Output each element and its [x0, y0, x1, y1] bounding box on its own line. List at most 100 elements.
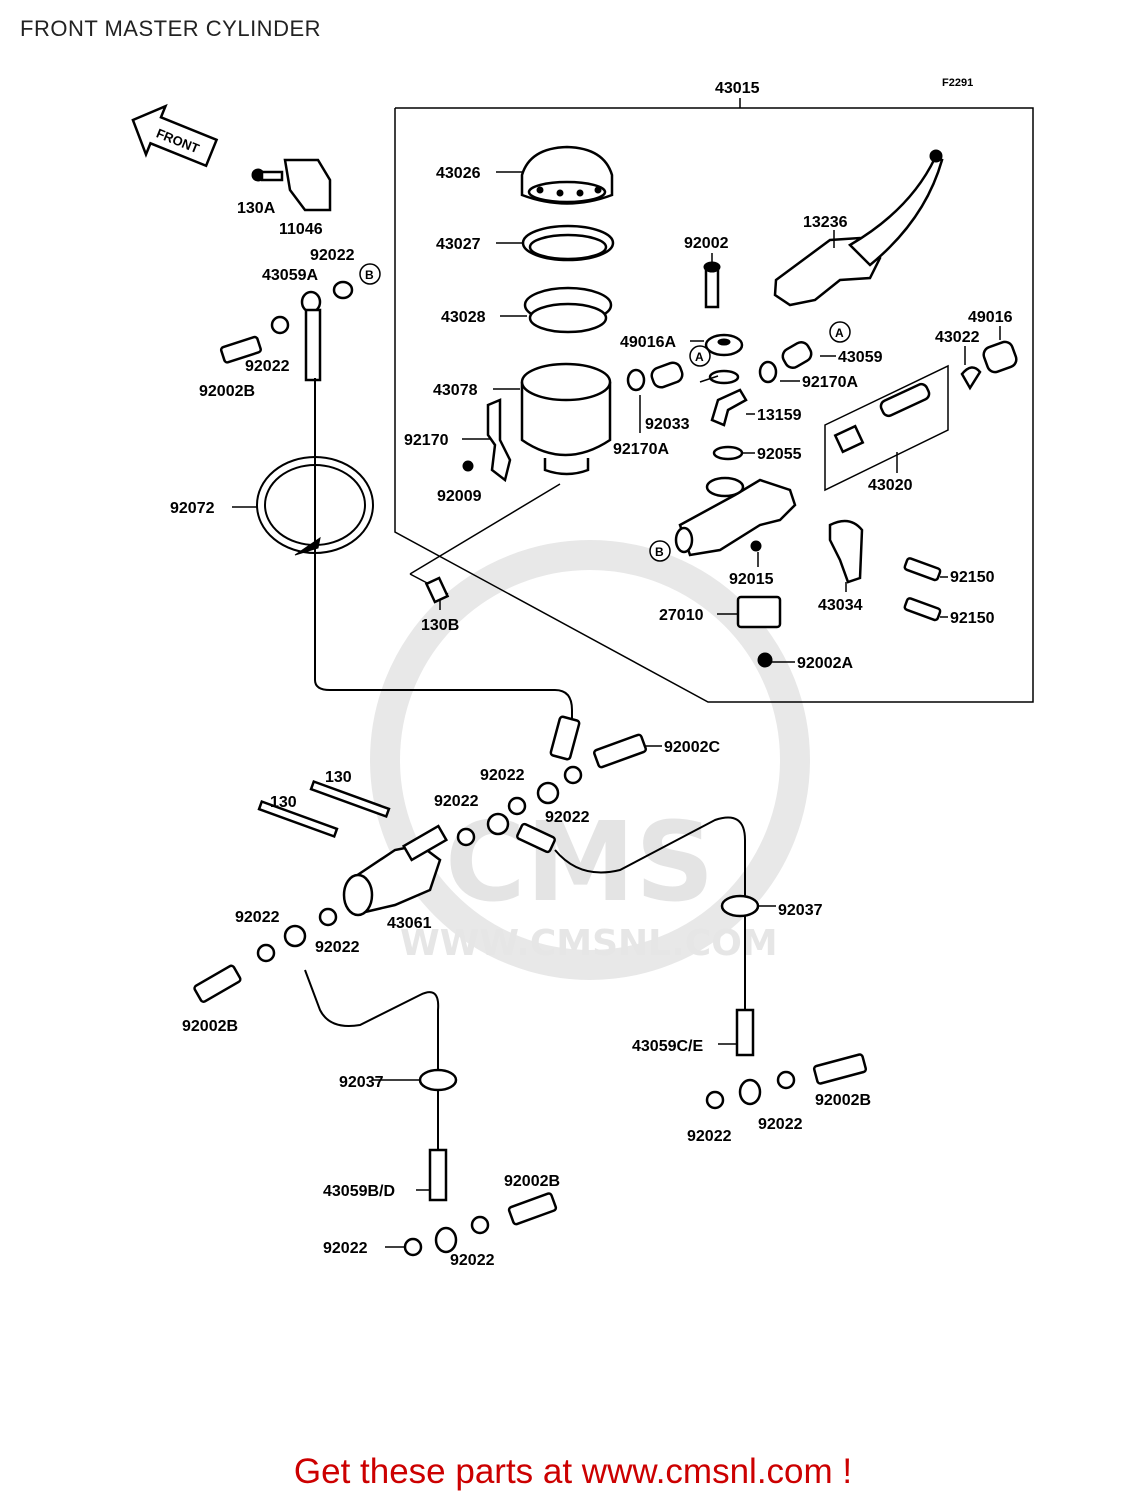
reservoir-bracket	[462, 398, 512, 483]
hose-end-left	[428, 1148, 448, 1202]
label-92022-mid-1: 92022	[480, 767, 525, 784]
label-92002: 92002	[684, 235, 729, 252]
washer-left-3	[470, 1215, 490, 1235]
bolt-130b	[424, 576, 450, 604]
banjo-mid-2	[486, 812, 510, 836]
label-43078: 43078	[433, 382, 478, 399]
page-title: FRONT MASTER CYLINDER	[20, 16, 322, 41]
label-92022-lower-2: 92022	[450, 1252, 495, 1269]
washer-left-4	[403, 1237, 423, 1257]
brake-hose-upper	[314, 378, 573, 720]
bolt-92150-a	[903, 557, 942, 582]
label-92022-top: 92022	[310, 247, 355, 264]
label-92037-right: 92037	[778, 902, 823, 919]
label-92022-right-1: 92022	[687, 1128, 732, 1145]
reservoir-cap	[520, 145, 614, 205]
clamp-92037-right	[720, 894, 760, 918]
reservoir-plate	[521, 224, 615, 262]
bolt-92002b-left	[193, 964, 242, 1003]
label-92170a-left: 92170A	[613, 441, 669, 458]
label-92002b-lower: 92002B	[504, 1173, 560, 1190]
banjo-right	[738, 1078, 762, 1106]
label-92002c: 92002C	[664, 739, 720, 756]
banjo-left	[283, 924, 307, 948]
label-49016a: 49016A	[620, 334, 676, 351]
label-11046: 11046	[279, 221, 323, 238]
reservoir-diaphragm	[523, 286, 613, 334]
o-ring-92055	[712, 445, 744, 461]
label-43059: 43059	[838, 349, 883, 366]
clamp-43034	[828, 519, 864, 584]
brake-hose-right	[554, 816, 746, 1040]
label-13236: 13236	[803, 214, 848, 231]
label-92015: 92015	[729, 571, 774, 588]
label-92033: 92033	[645, 416, 690, 433]
washer-mid-2	[507, 796, 527, 816]
label-43061: 43061	[387, 915, 432, 932]
leader-lines	[232, 171, 1001, 1248]
label-92022-mid-3: 92022	[434, 793, 479, 810]
svg-text:B: B	[655, 545, 664, 559]
label-92002b-right: 92002B	[815, 1092, 871, 1109]
footer-link-text[interactable]: Get these parts at www.cmsnl.com !	[293, 1452, 853, 1491]
washer-mid-3	[456, 827, 476, 847]
washer-right-1	[776, 1070, 796, 1090]
label-49016: 49016	[968, 309, 1013, 326]
callout-a-1: A	[829, 321, 851, 343]
bolt-92002b-right	[812, 1053, 868, 1085]
label-92002a: 92002A	[797, 655, 853, 672]
diagram-code: F2291	[942, 77, 973, 89]
label-130-upper: 130	[325, 769, 352, 786]
label-130-lower: 130	[270, 794, 297, 811]
washer-right-2	[705, 1090, 725, 1110]
front-arrow-icon: FRONT	[131, 103, 219, 168]
label-92055: 92055	[757, 446, 802, 463]
bolt-92002c	[593, 733, 647, 769]
master-cylinder-body	[674, 476, 797, 557]
label-92072: 92072	[170, 500, 215, 517]
label-13159: 13159	[757, 407, 802, 424]
brake-joint-43061	[342, 824, 449, 917]
washer-left-1	[318, 907, 338, 927]
bolt-130-upper	[309, 779, 391, 819]
brake-hose-left	[304, 969, 440, 1150]
label-43020: 43020	[868, 477, 913, 494]
bolt-92002b-lower	[507, 1192, 558, 1226]
part-labels: 43015 43026 43027 43028 43078 92170 9200…	[170, 80, 1013, 1269]
label-92009: 92009	[437, 488, 482, 505]
label-130a: 130A	[237, 200, 276, 217]
banjo-mid	[536, 781, 560, 805]
piston-kit	[824, 364, 949, 492]
banjo-left-lower	[434, 1226, 458, 1254]
label-43028: 43028	[441, 309, 486, 326]
label-92170: 92170	[404, 432, 449, 449]
hose-end-upper	[549, 715, 581, 761]
banjo-set-upper-left	[219, 280, 354, 382]
label-92022-mid-2: 92022	[545, 809, 590, 826]
label-43026: 43026	[436, 165, 481, 182]
parts-diagram: CMS WWW.CMSNL.COM F2291 FRONT	[131, 77, 1034, 1269]
label-92022-left-2: 92022	[315, 939, 360, 956]
label-92037-left: 92037	[339, 1074, 384, 1091]
hose-fitting-right	[758, 341, 813, 384]
callout-b-2: B	[649, 540, 671, 562]
label-43059a: 43059A	[262, 267, 318, 284]
label-27010: 27010	[659, 607, 704, 624]
svg-text:A: A	[695, 350, 704, 364]
label-43059bd: 43059B/D	[323, 1183, 395, 1200]
bolt-92150-b	[903, 597, 942, 622]
watermark-url: WWW.CMSNL.COM	[400, 923, 778, 964]
reservoir-body	[520, 362, 612, 476]
label-92022-lower-1: 92022	[323, 1240, 368, 1257]
label-43034: 43034	[818, 597, 863, 614]
brake-lever	[773, 149, 944, 307]
washer-mid-1	[563, 765, 583, 785]
snap-ring	[960, 366, 982, 391]
label-92022-left-1: 92022	[235, 909, 280, 926]
callout-a-2: A	[689, 345, 711, 367]
svg-text:B: B	[365, 268, 374, 282]
label-130b: 130B	[421, 617, 459, 634]
brake-switch	[736, 595, 782, 668]
label-92002b-upper-left: 92002B	[199, 383, 255, 400]
label-92150-a: 92150	[950, 569, 995, 586]
